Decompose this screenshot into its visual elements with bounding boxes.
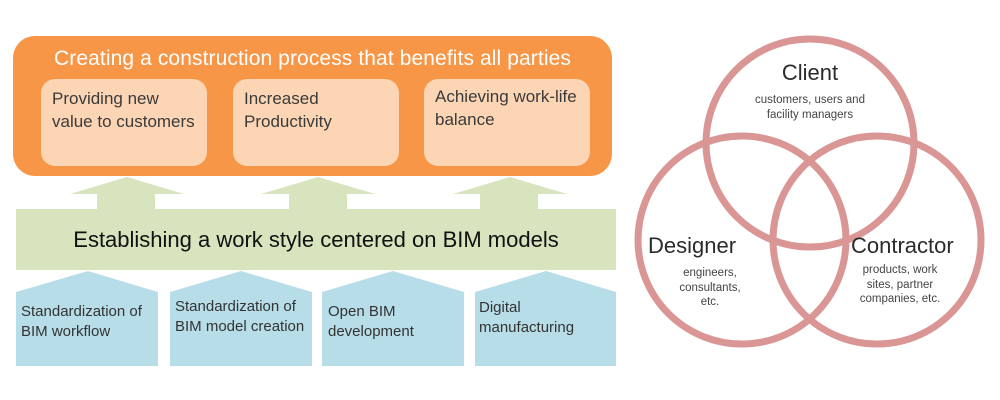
pillar-shape-2 [170, 271, 312, 366]
pillar-label-4: Digital manufacturing [479, 299, 575, 336]
pillar-label-1: Standardization of BIM workflow [21, 303, 142, 340]
venn-subtitle-line: facility managers [766, 108, 854, 121]
up-arrow-3 [453, 177, 567, 210]
pillar-shape-3 [322, 271, 464, 366]
pillar-shape-1 [16, 271, 158, 366]
up-arrow-1 [70, 177, 184, 210]
venn-circles [634, 35, 985, 348]
goal-title: Creating a construction process that ben… [54, 47, 571, 70]
venn-subtitle-line: customers, users and [755, 94, 865, 106]
venn-circle-designer [634, 132, 850, 348]
venn-subtitle-line: sites, partner [866, 278, 934, 291]
pillar-label-2: Standardization of BIM model creation [175, 298, 305, 335]
pillar-label-3: Open BIM development [328, 303, 414, 340]
foundation-band: Establishing a work style centered on BI… [16, 209, 616, 270]
up-arrows [70, 177, 567, 210]
venn-title-contractor: Contractor [851, 233, 954, 258]
venn-circle-contractor [769, 132, 985, 348]
benefit-box-2: Increased Productivity [233, 79, 399, 166]
venn-subtitle-line: etc. [700, 296, 720, 308]
venn-title-client: Client [781, 60, 839, 85]
benefit-box-1: Providing new value to customers [41, 79, 207, 166]
goal-box: Creating a construction process that ben… [13, 36, 612, 176]
foundation-label: Establishing a work style centered on BI… [73, 227, 559, 252]
benefit-box-3: Achieving work-life balance [424, 79, 590, 166]
venn-title-designer: Designer [648, 233, 737, 258]
venn-subtitle-line: engineers, [683, 267, 737, 279]
venn-subtitle-contractor: products, work sites, partner companies,… [855, 263, 945, 307]
venn-subtitle-client: customers, users and facility managers [740, 93, 880, 122]
up-arrow-2 [261, 177, 375, 210]
venn-subtitle-line: products, work [862, 264, 938, 276]
venn-subtitle-line: consultants, [679, 281, 741, 294]
venn-subtitle-designer: engineers, consultants, etc. [675, 266, 745, 310]
pillar-shape-4 [475, 271, 616, 366]
venn-subtitle-line: companies, etc. [859, 293, 941, 305]
pillars [16, 271, 616, 366]
